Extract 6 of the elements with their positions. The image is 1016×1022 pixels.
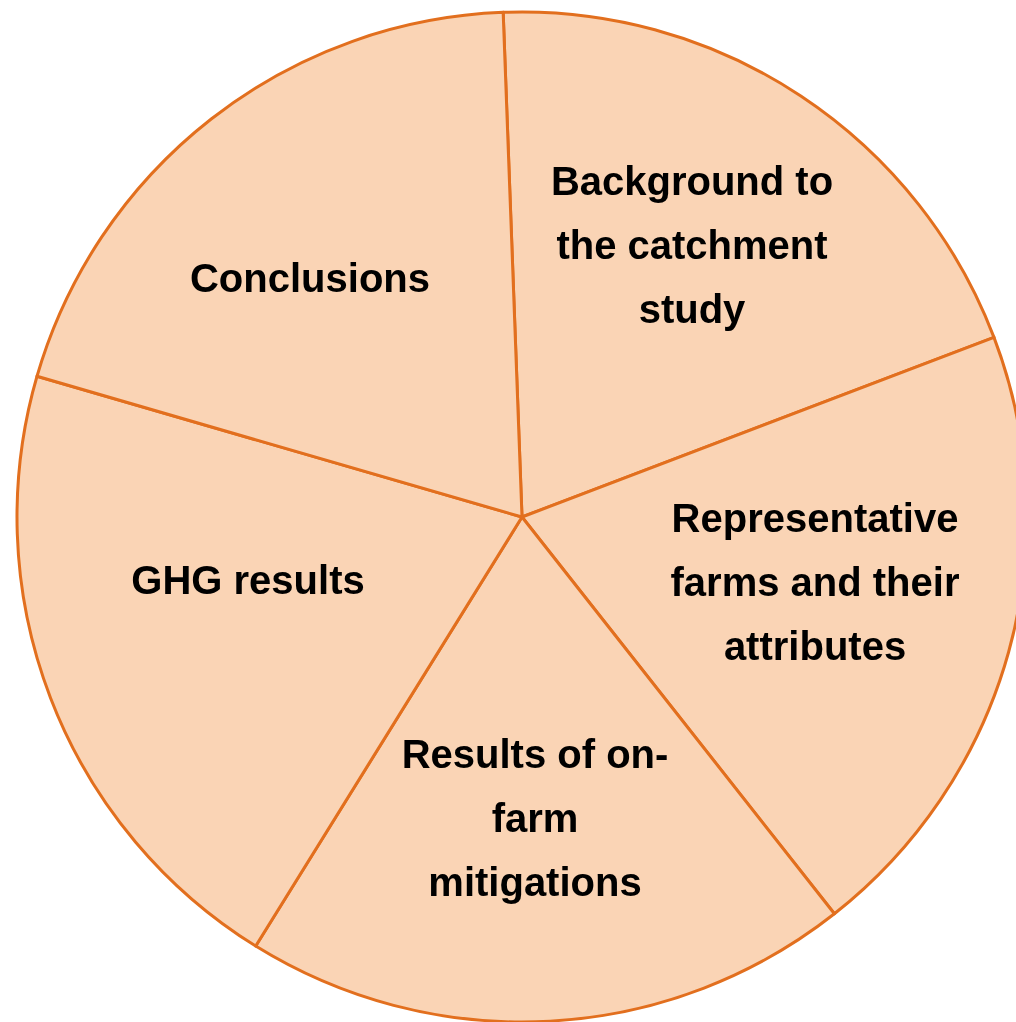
slice-label: Representative farms and their attributes (669, 495, 961, 670)
slice-label: Conclusions (190, 255, 430, 302)
slice-label: Background to the catchment study (549, 158, 835, 333)
slice-label: Results of on-farm mitigations (400, 731, 670, 906)
slice-label: GHG results (131, 557, 365, 604)
pie-slice (35, 10, 524, 519)
